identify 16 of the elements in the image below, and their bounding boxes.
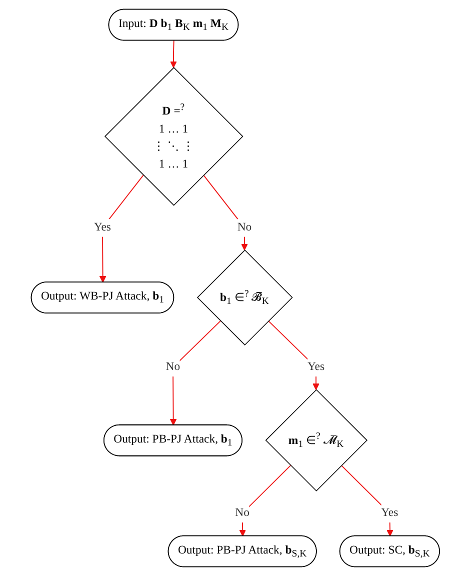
edge-label: Yes [308,360,325,374]
arrow [239,465,292,536]
edge-label: No [166,360,180,374]
edge-label: No [237,221,252,234]
arrow [170,40,178,68]
node-diamond: D =$^{?}$ 1 … 1 ⋮ ⋱ ⋮ 1 … 1 [104,67,244,206]
node-diamond: m$_{1}$ ∈$^{?}$ 𝓜̅$_{K}$ [265,389,368,492]
edge-label: Yes [381,506,398,520]
arrow [268,320,320,390]
arrow [100,174,144,283]
arrow [170,320,222,426]
arrow [203,174,248,250]
edge-label: No [235,506,250,520]
node-diamond: b$_{1}$ ∈$^{?}$ 𝓑̅$_{K}$ [197,250,293,346]
edge-label: Yes [94,221,112,234]
arrow [341,465,394,536]
